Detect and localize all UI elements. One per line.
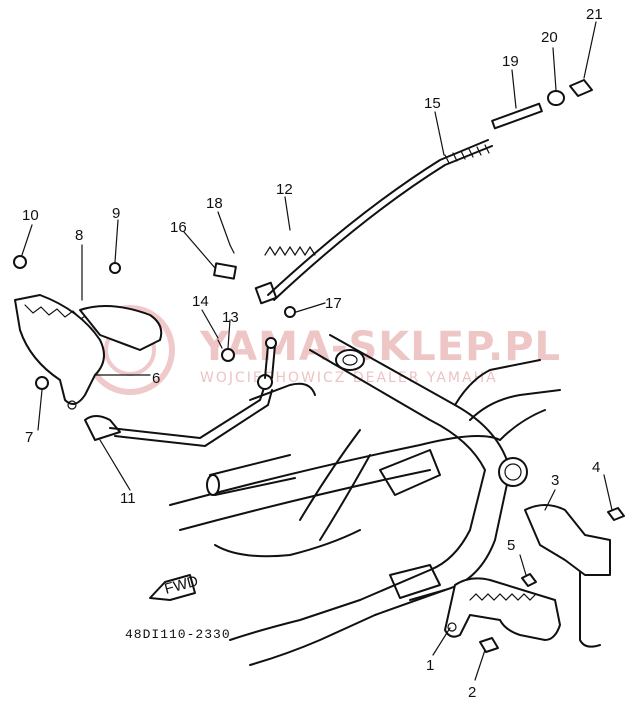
linkage-small-parts	[213, 244, 316, 362]
callout-1: 1	[426, 657, 434, 674]
callout-2: 2	[468, 684, 476, 701]
callout-7: 7	[25, 429, 33, 446]
callout-numbers: 1 2 3 4 5 6 7 8 9 10 11 12 13 14 15 16 1…	[22, 6, 603, 701]
brake-rod	[267, 79, 593, 301]
right-bracket	[521, 504, 625, 587]
callout-18: 18	[206, 195, 223, 212]
callout-3: 3	[551, 472, 559, 489]
watermark-tagline: WOJCIECHOWICZ DEALER YAMAHA	[200, 370, 498, 386]
callout-6: 6	[152, 370, 160, 387]
callout-19: 19	[502, 53, 519, 70]
callout-9: 9	[112, 205, 120, 222]
callout-13: 13	[222, 309, 239, 326]
fwd-arrow-icon: FWD	[149, 573, 200, 601]
callout-12: 12	[276, 181, 293, 198]
callout-15: 15	[424, 95, 441, 112]
drawing-code: 48DI110-2330	[125, 627, 231, 642]
callout-17: 17	[325, 295, 342, 312]
callout-14: 14	[192, 293, 209, 310]
callout-11: 11	[120, 490, 136, 507]
callout-21: 21	[586, 6, 603, 23]
callout-4: 4	[592, 459, 600, 476]
callout-10: 10	[22, 207, 39, 224]
callout-16: 16	[170, 219, 187, 236]
leader-lines	[21, 21, 613, 681]
callout-8: 8	[75, 227, 83, 244]
callout-20: 20	[541, 29, 558, 46]
right-footrest	[444, 577, 561, 653]
callout-5: 5	[507, 537, 515, 554]
brake-pedal	[84, 337, 277, 447]
left-footrest	[13, 255, 163, 410]
